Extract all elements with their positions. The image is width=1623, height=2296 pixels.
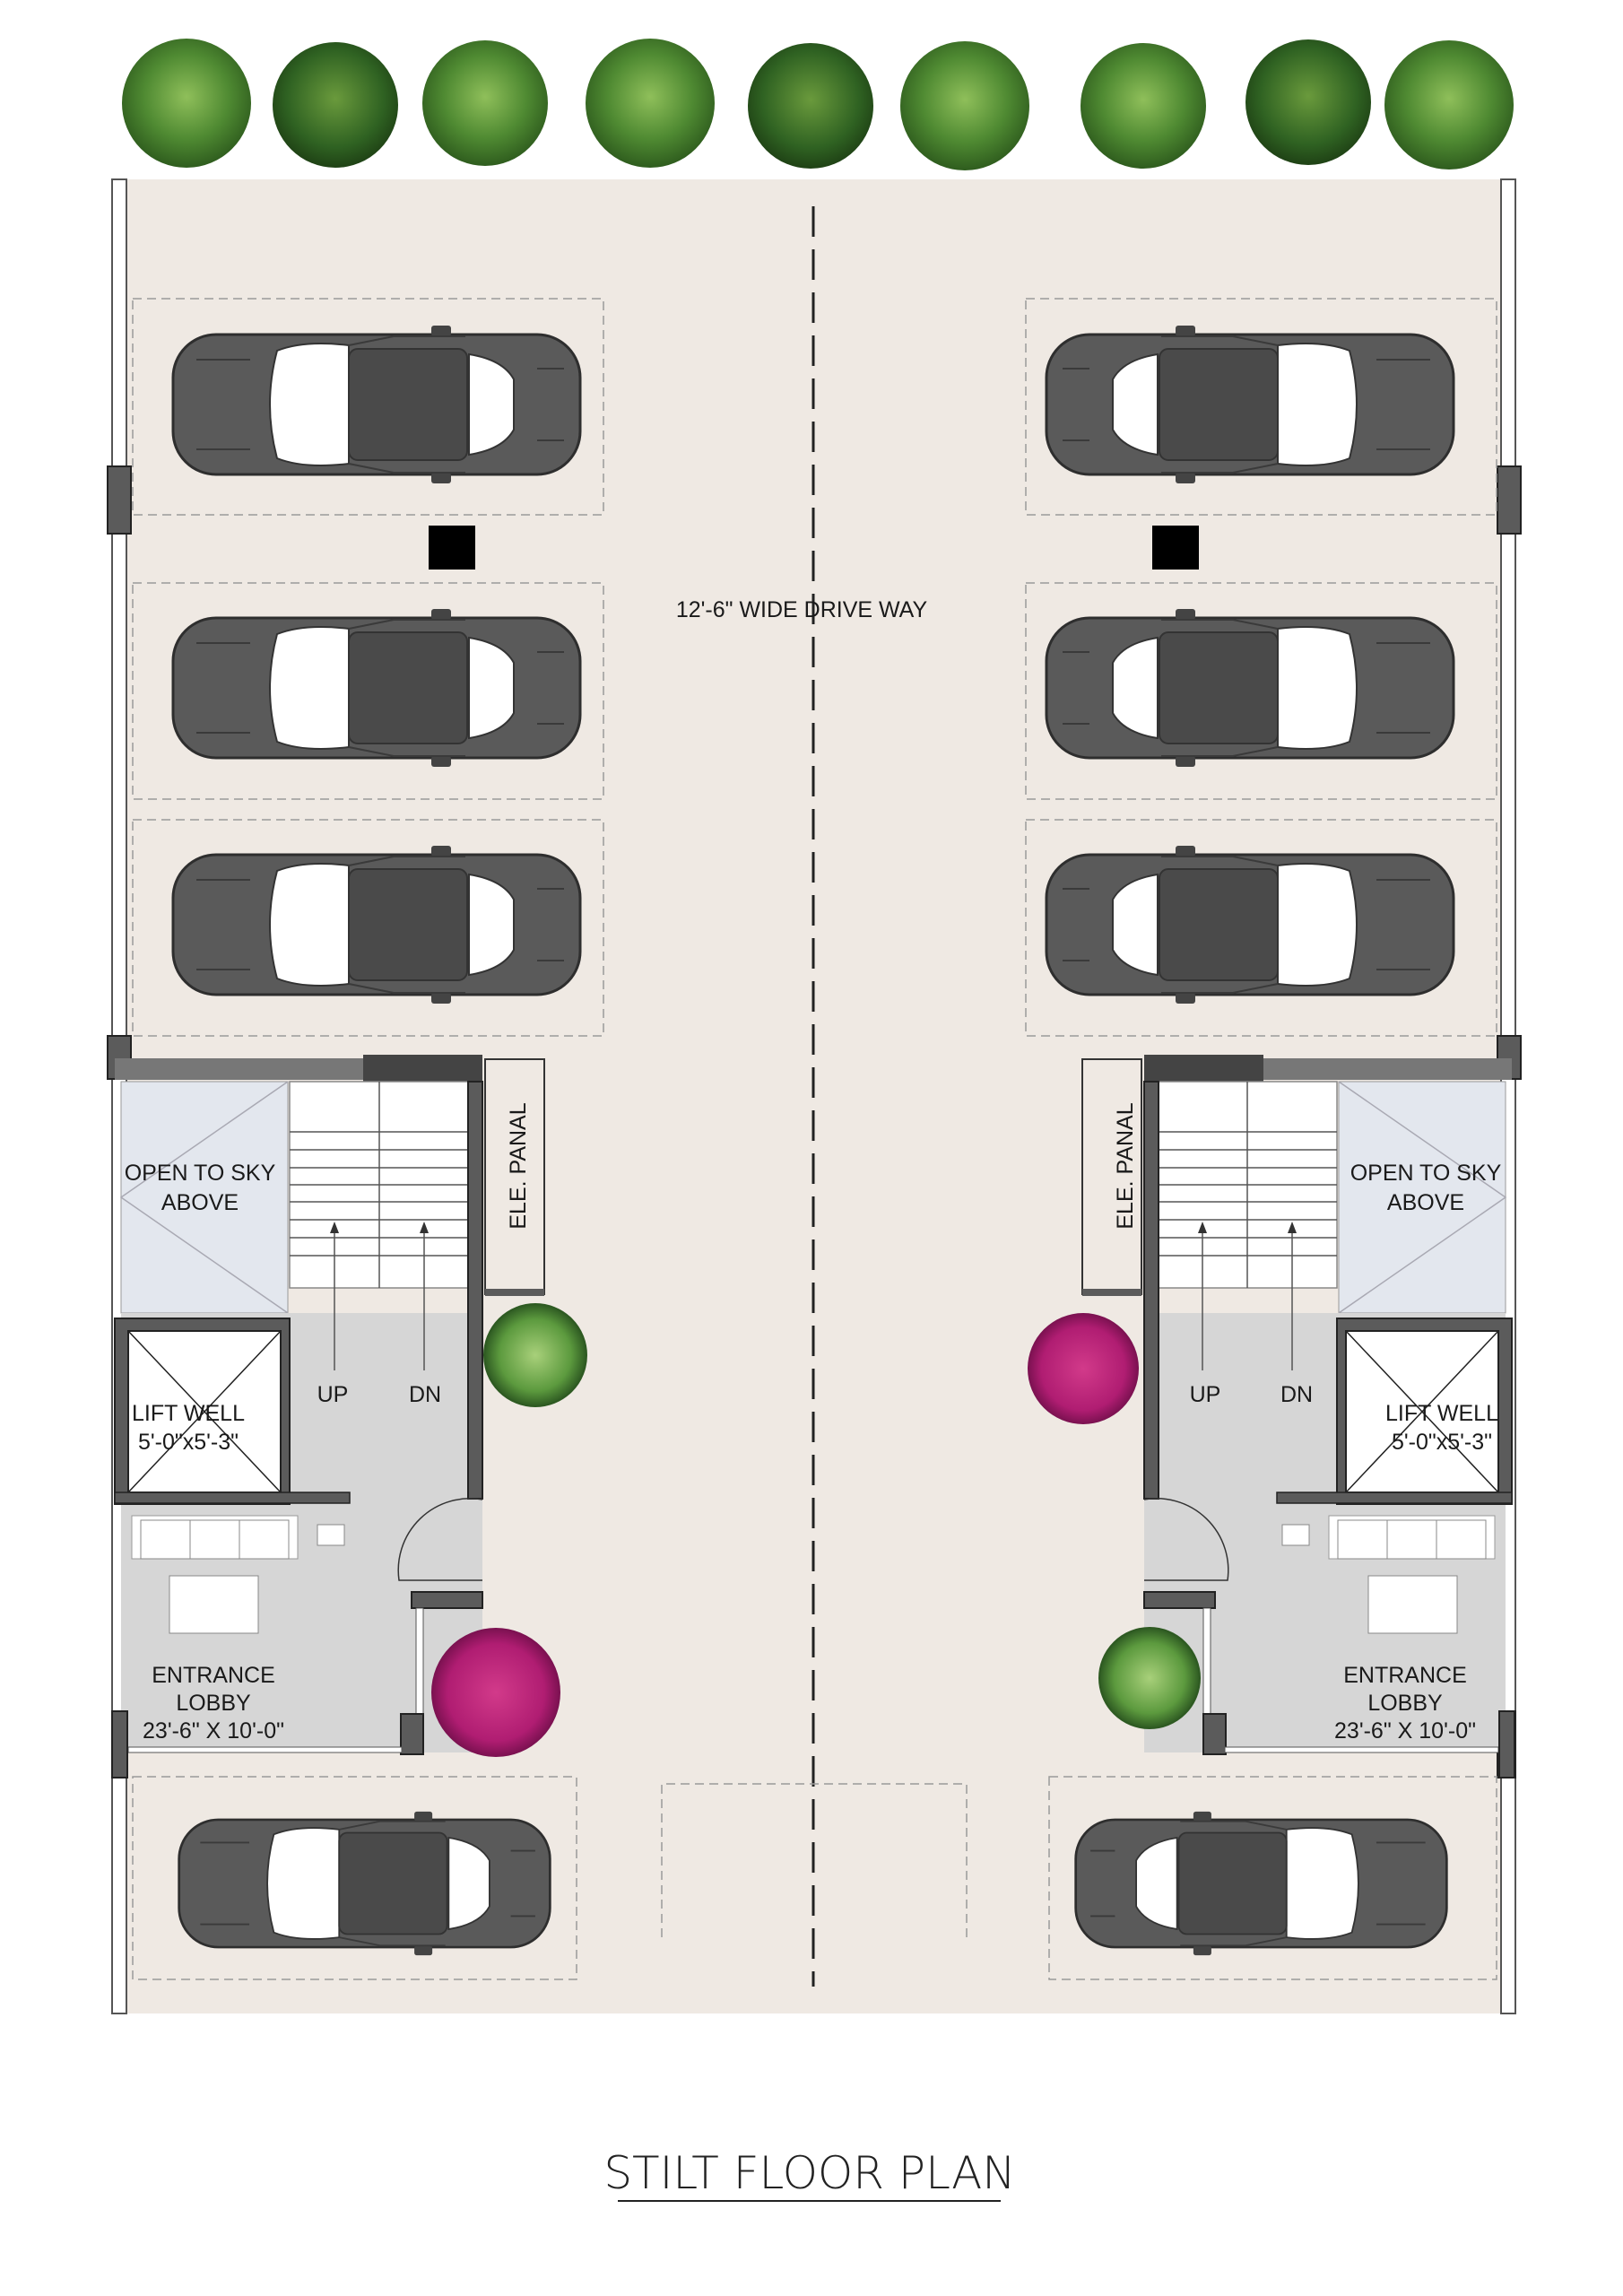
open-to-sky-label: ABOVE bbox=[1387, 1190, 1464, 1215]
tree-icon bbox=[900, 41, 1029, 170]
plants bbox=[431, 1303, 1201, 1757]
lobby-label: ENTRANCE bbox=[1343, 1663, 1467, 1688]
tree-icon bbox=[122, 39, 251, 168]
lobby-label: LOBBY bbox=[176, 1691, 251, 1716]
stair-up-label: UP bbox=[1190, 1382, 1221, 1407]
car-icon bbox=[1074, 1810, 1448, 1957]
tree-icon bbox=[748, 43, 873, 169]
lift-well-label: LIFT WELL bbox=[132, 1401, 245, 1426]
parking-bays bbox=[132, 298, 1497, 1980]
right-block-labels: OPEN TO SKY ABOVE ELE. PANAL LIFT WELL 5… bbox=[1113, 1102, 1502, 1744]
stair-down-label: DN bbox=[1280, 1382, 1313, 1407]
bougainvillea-icon bbox=[1028, 1313, 1139, 1424]
car-icon bbox=[178, 1810, 551, 1957]
lobby-size: 23'-6" X 10'-0" bbox=[1334, 1718, 1476, 1744]
drawing-title: STILT FLOOR PLAN bbox=[603, 2147, 1015, 2199]
lift-well-size: 5'-0"x5'-3" bbox=[138, 1430, 239, 1455]
tree-icon bbox=[1081, 43, 1206, 169]
lobby-label: LOBBY bbox=[1367, 1691, 1443, 1716]
ele-panel-label: ELE. PANAL bbox=[506, 1102, 531, 1229]
car-icon bbox=[171, 844, 582, 1005]
open-to-sky-label: OPEN TO SKY bbox=[125, 1161, 276, 1186]
stair-down-label: DN bbox=[409, 1382, 441, 1407]
open-to-sky-label: OPEN TO SKY bbox=[1350, 1161, 1502, 1186]
tree-icon bbox=[273, 42, 398, 168]
stair-up-label: UP bbox=[317, 1382, 349, 1407]
tree-row bbox=[122, 39, 1514, 170]
bougainvillea-icon bbox=[431, 1628, 560, 1757]
ele-panel-label: ELE. PANAL bbox=[1113, 1102, 1138, 1229]
lobby-size: 23'-6" X 10'-0" bbox=[143, 1718, 284, 1744]
car-icon bbox=[1045, 324, 1455, 485]
car-icon bbox=[1045, 607, 1455, 769]
car-icon bbox=[171, 607, 582, 769]
tree-icon bbox=[586, 39, 715, 168]
lift-well-label: LIFT WELL bbox=[1385, 1401, 1498, 1426]
car-icon bbox=[171, 324, 582, 485]
lift-well-size: 5'-0"x5'-3" bbox=[1392, 1430, 1492, 1455]
column bbox=[1152, 526, 1199, 570]
left-block-labels: OPEN TO SKY ABOVE ELE. PANAL LIFT WELL 5… bbox=[125, 1102, 531, 1744]
tree-icon bbox=[1245, 39, 1371, 165]
open-to-sky-label: ABOVE bbox=[161, 1190, 239, 1215]
tree-icon bbox=[422, 40, 548, 166]
driveway-label: 12'-6" WIDE DRIVE WAY bbox=[676, 597, 928, 622]
car-icon bbox=[1045, 844, 1455, 1005]
succulent-icon bbox=[1098, 1627, 1201, 1729]
succulent-icon bbox=[483, 1303, 587, 1407]
column bbox=[429, 526, 475, 570]
tree-icon bbox=[1384, 40, 1514, 170]
lobby-label: ENTRANCE bbox=[152, 1663, 275, 1688]
